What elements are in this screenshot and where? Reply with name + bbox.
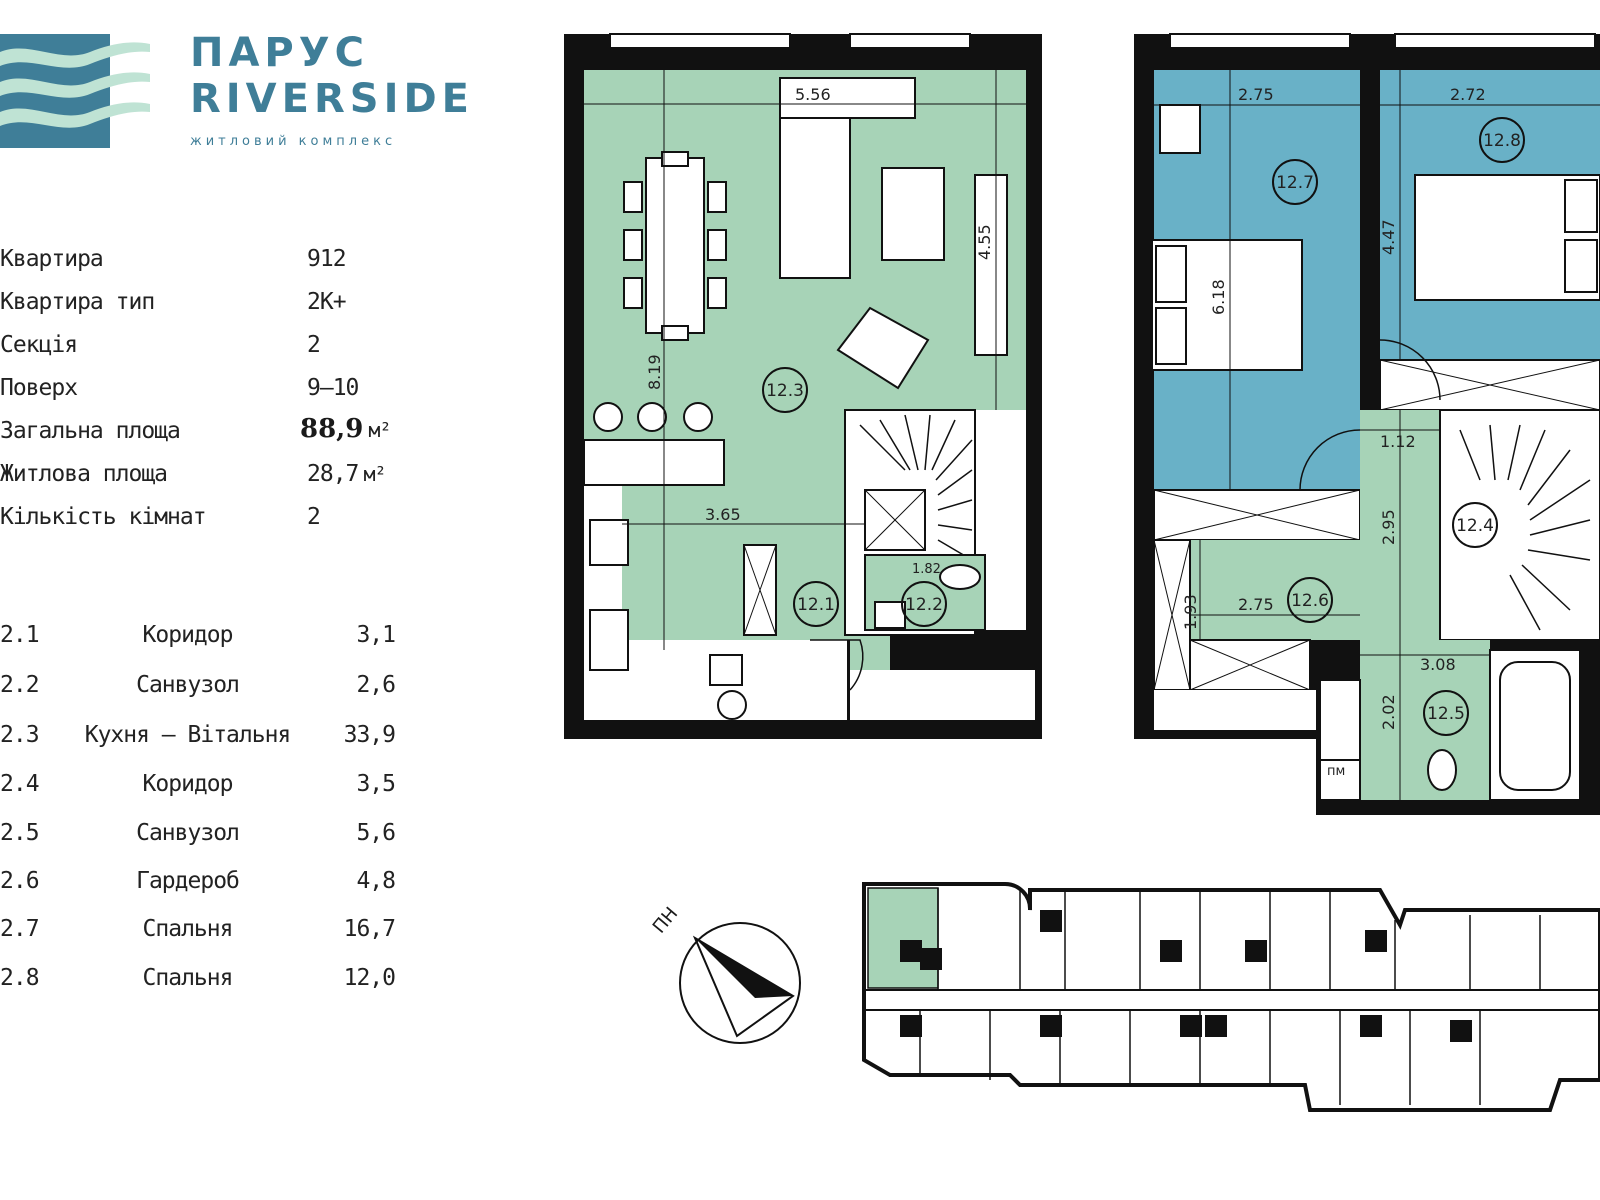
room-name: Санвузол <box>136 672 240 698</box>
spec-value-floor: 9–10 <box>307 375 359 401</box>
pm-label: пм <box>1327 764 1345 779</box>
spec-label-living-area: Житлова площа <box>0 461 168 487</box>
brand-name-line1: ПАРУС <box>190 30 369 76</box>
room-name: Санвузол <box>136 820 240 846</box>
brand-name-line2: RIVERSIDE <box>190 76 474 122</box>
room-name: Коридор <box>142 622 234 648</box>
room-num: 2.7 <box>0 916 40 942</box>
spec-unit-total-area: м² <box>368 418 391 442</box>
room-name: Кухня – Вітальня <box>84 722 292 748</box>
spec-value-type: 2К+ <box>307 289 347 315</box>
dim-b1: 3.08 <box>1420 655 1456 674</box>
dim-g2: 2.75 <box>1238 595 1274 614</box>
room-area: 3,5 <box>356 771 396 797</box>
floor-plan-lower: 5.56 4.55 8.19 3.65 1.82 12.3 12.1 12.2 <box>564 33 1042 739</box>
room-label-12-5: 12.5 <box>1427 704 1465 724</box>
room-name: Спальня <box>142 916 234 942</box>
spec-value-rooms: 2 <box>307 504 321 530</box>
room-area: 33,9 <box>343 722 396 748</box>
room-label-12-4: 12.4 <box>1456 516 1494 536</box>
spec-value-total-area: 88,9 <box>300 414 364 444</box>
room-name: Спальня <box>142 965 234 991</box>
room-num: 2.1 <box>0 622 40 648</box>
spec-label-type: Квартира тип <box>0 289 155 315</box>
spec-value-living-area: 28,7 <box>307 461 359 487</box>
dim-c1: 1.12 <box>1380 432 1416 451</box>
room-label-12-7: 12.7 <box>1276 173 1314 193</box>
room-label-12-2: 12.2 <box>905 595 943 615</box>
spec-label-section: Секція <box>0 332 78 358</box>
spec-value-apartment: 912 <box>307 246 347 272</box>
dim-c2: 2.95 <box>1379 509 1398 545</box>
dim-height-right: 4.55 <box>975 224 994 260</box>
room-label-12-1: 12.1 <box>797 595 835 615</box>
spec-value-section: 2 <box>307 332 321 358</box>
logo <box>0 34 160 152</box>
spec-label-apartment: Квартира <box>0 246 104 272</box>
dim-h2: 4.47 <box>1379 219 1398 255</box>
floor-plan-upper: 2.75 2.72 6.18 4.47 1.12 2.95 1.93 2.75 … <box>1134 33 1600 815</box>
spec-living-area: 28,7 м² <box>307 461 387 487</box>
room-label-12-6: 12.6 <box>1291 591 1329 611</box>
dim-small: 1.82 <box>912 562 941 577</box>
spec-unit-living-area: м² <box>363 462 386 486</box>
room-num: 2.6 <box>0 868 40 894</box>
dim-h1: 6.18 <box>1209 279 1228 315</box>
dim-width-mid: 3.65 <box>705 505 741 524</box>
room-area: 12,0 <box>343 965 396 991</box>
room-area: 4,8 <box>356 868 396 894</box>
compass-icon <box>679 922 801 1044</box>
spec-label-rooms: Кількість кімнат <box>0 504 207 530</box>
room-name: Коридор <box>142 771 234 797</box>
room-label-12-8: 12.8 <box>1483 131 1521 151</box>
dim-w1: 2.75 <box>1238 85 1274 104</box>
room-area: 5,6 <box>356 820 396 846</box>
spec-label-total-area: Загальна площа <box>0 418 181 444</box>
building-key-plan <box>862 882 1600 1112</box>
room-num: 2.3 <box>0 722 40 748</box>
room-name: Гардероб <box>136 868 240 894</box>
dim-b2: 2.02 <box>1379 694 1398 730</box>
room-num: 2.5 <box>0 820 40 846</box>
room-label-12-3: 12.3 <box>766 381 804 401</box>
room-num: 2.4 <box>0 771 40 797</box>
dim-w2: 2.72 <box>1450 85 1486 104</box>
room-area: 3,1 <box>356 622 396 648</box>
dim-g1: 1.93 <box>1181 594 1200 630</box>
logo-waves-icon <box>0 34 150 148</box>
room-num: 2.8 <box>0 965 40 991</box>
dim-width-top: 5.56 <box>795 85 831 104</box>
spec-total-area: 88,9 м² <box>300 414 392 444</box>
room-area: 2,6 <box>356 672 396 698</box>
spec-label-floor: Поверх <box>0 375 78 401</box>
dim-height-left: 8.19 <box>645 354 664 390</box>
brand-subtitle: житловий комплекс <box>190 134 397 149</box>
room-num: 2.2 <box>0 672 40 698</box>
room-area: 16,7 <box>343 916 396 942</box>
